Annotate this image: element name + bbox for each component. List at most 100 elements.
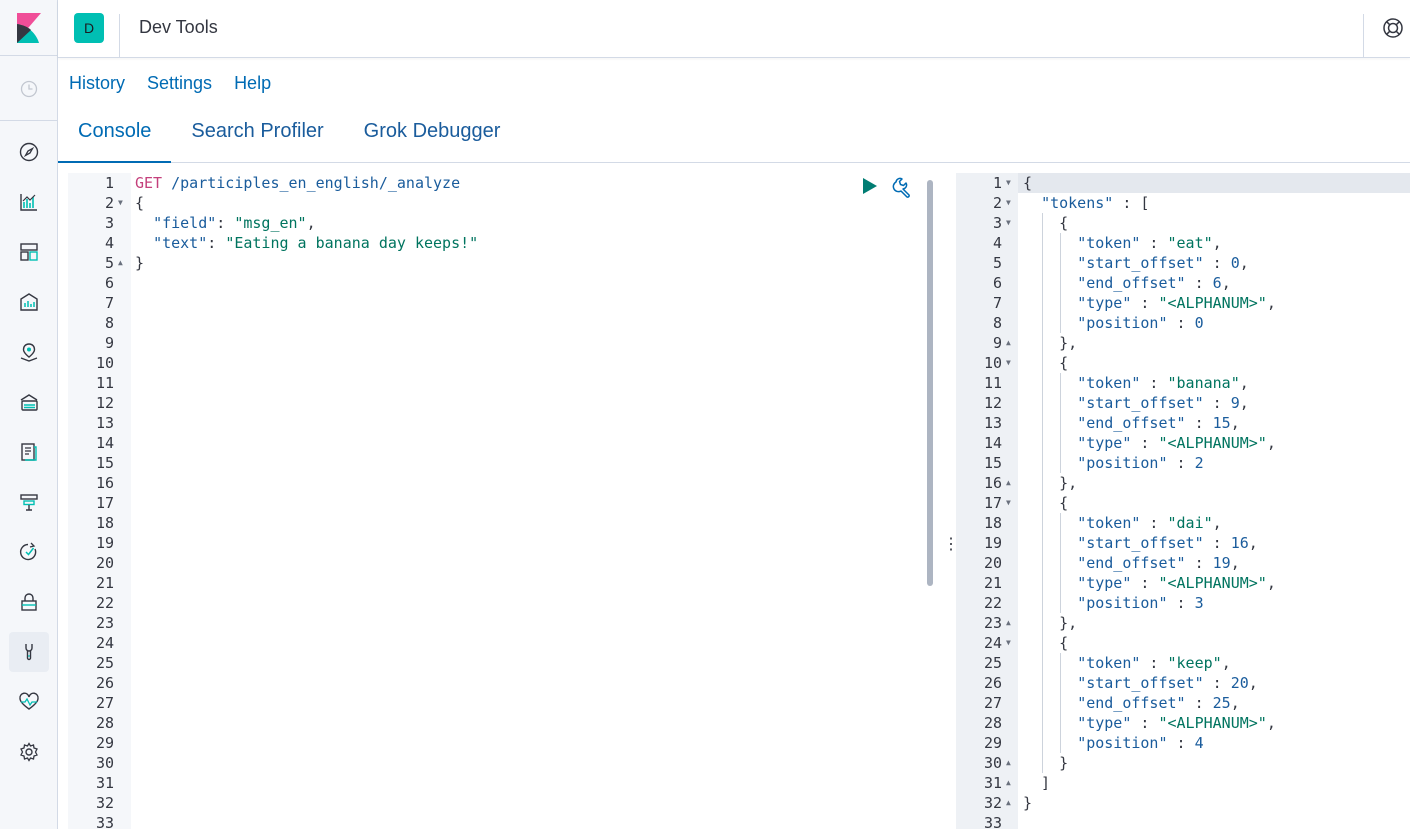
line-number: 23 [983,614,1002,632]
indent-guide [1042,213,1043,773]
line-number: 30 [95,754,114,772]
fold-open-icon[interactable]: ▼ [1006,358,1011,367]
help-link[interactable]: Help [234,73,272,93]
fold-open-icon[interactable]: ▼ [1006,198,1011,207]
response-line: "start_offset" : 16, [1077,534,1258,552]
nav-dev-tools[interactable] [9,632,49,672]
line-number: 14 [983,434,1002,452]
fold-close-icon[interactable]: ▲ [1006,338,1011,347]
request-scrollbar[interactable] [927,180,933,586]
kibana-logo[interactable] [0,0,58,56]
fold-close-icon[interactable]: ▲ [1006,478,1011,487]
response-line: "position" : 0 [1077,314,1204,332]
nav-management[interactable] [9,732,49,772]
line-number: 15 [983,454,1002,472]
line-number: 3 [992,214,1002,232]
fold-open-icon[interactable]: ▼ [1006,498,1011,507]
canvas-icon [20,293,38,311]
response-line: "token" : "dai", [1077,514,1222,532]
response-line: }, [1023,334,1078,352]
line-number: 29 [983,734,1002,752]
response-line: { [1023,214,1069,232]
nav-machine-learning[interactable] [9,382,49,422]
response-line: "end_offset" : 19, [1077,554,1240,572]
response-line: "type" : "<ALPHANUM>", [1077,574,1276,592]
line-number: 26 [983,674,1002,692]
visualize-icon [20,194,37,211]
nav-security[interactable] [9,582,49,622]
fold-open-icon[interactable]: ▼ [118,198,123,207]
help-icon[interactable] [1382,17,1404,39]
line-number: 22 [95,594,114,612]
line-number: 12 [95,394,114,412]
line-number: 4 [992,234,1002,252]
request-line-5: } [135,254,145,272]
line-number: 6 [104,274,114,292]
console-menu: History Settings Help [58,70,282,98]
fold-close-icon[interactable]: ▲ [1006,758,1011,767]
request-line-1: GET /participles_en_english/_analyze [135,174,461,192]
line-number: 15 [95,454,114,472]
recently-viewed[interactable] [0,57,58,121]
line-number: 1 [992,174,1002,192]
response-line: "type" : "<ALPHANUM>", [1077,294,1276,312]
header-divider-right [1363,14,1364,58]
response-line: { [1023,354,1069,372]
line-number: 3 [104,214,114,232]
fold-open-icon[interactable]: ▼ [1006,638,1011,647]
line-number: 21 [983,574,1002,592]
fold-open-icon[interactable]: ▼ [1006,178,1011,187]
fold-close-icon[interactable]: ▲ [1006,618,1011,627]
response-line: ] [1023,774,1051,792]
response-line: { [1023,174,1033,192]
line-number: 24 [95,634,114,652]
dashboard-icon [20,243,38,261]
pane-resizer-icon[interactable]: ⋮ [943,536,959,553]
line-number: 19 [983,534,1002,552]
line-number: 7 [992,294,1002,312]
line-number: 21 [95,574,114,592]
line-number: 28 [95,714,114,732]
tab-search-profiler[interactable]: Search Profiler [191,120,324,142]
indent-guide [1060,653,1061,753]
tab-grok-debugger[interactable]: Grok Debugger [363,120,501,142]
nav-visualize[interactable] [9,182,49,222]
line-number: 8 [992,314,1002,332]
space-avatar[interactable]: D [74,13,104,43]
pane-divider [938,173,956,829]
nav-canvas[interactable] [9,282,49,322]
nav-logs[interactable] [9,432,49,472]
line-number: 27 [983,694,1002,712]
kibana-logo-icon [17,13,41,43]
settings-link[interactable]: Settings [147,73,213,93]
security-icon [21,593,37,611]
fold-close-icon[interactable]: ▲ [1006,778,1011,787]
line-number: 12 [983,394,1002,412]
discover-icon [19,142,39,162]
nav-discover[interactable] [9,132,49,172]
line-number: 25 [95,654,114,672]
line-number: 28 [983,714,1002,732]
response-line: "position" : 4 [1077,734,1204,752]
fold-open-icon[interactable]: ▼ [1006,218,1011,227]
line-number: 5 [992,254,1002,272]
line-number: 18 [95,514,114,532]
fold-close-icon[interactable]: ▲ [118,258,123,267]
request-line-4: "text": "Eating a banana day keeps!" [153,234,479,252]
nav-apm[interactable] [9,482,49,522]
nav-maps[interactable] [9,332,49,372]
nav-dashboard[interactable] [9,232,49,272]
run-icon[interactable] [860,176,880,196]
response-line: "type" : "<ALPHANUM>", [1077,434,1276,452]
response-line: "start_offset" : 0, [1077,254,1249,272]
recently-viewed-icon [20,80,38,98]
fold-close-icon[interactable]: ▲ [1006,798,1011,807]
tab-console[interactable]: Console [58,108,172,163]
nav-uptime[interactable] [9,532,49,572]
wrench-icon[interactable] [892,176,914,198]
line-number: 20 [95,554,114,572]
history-link[interactable]: History [69,73,126,93]
nav-stack-monitoring[interactable] [9,682,49,722]
line-number: 20 [983,554,1002,572]
